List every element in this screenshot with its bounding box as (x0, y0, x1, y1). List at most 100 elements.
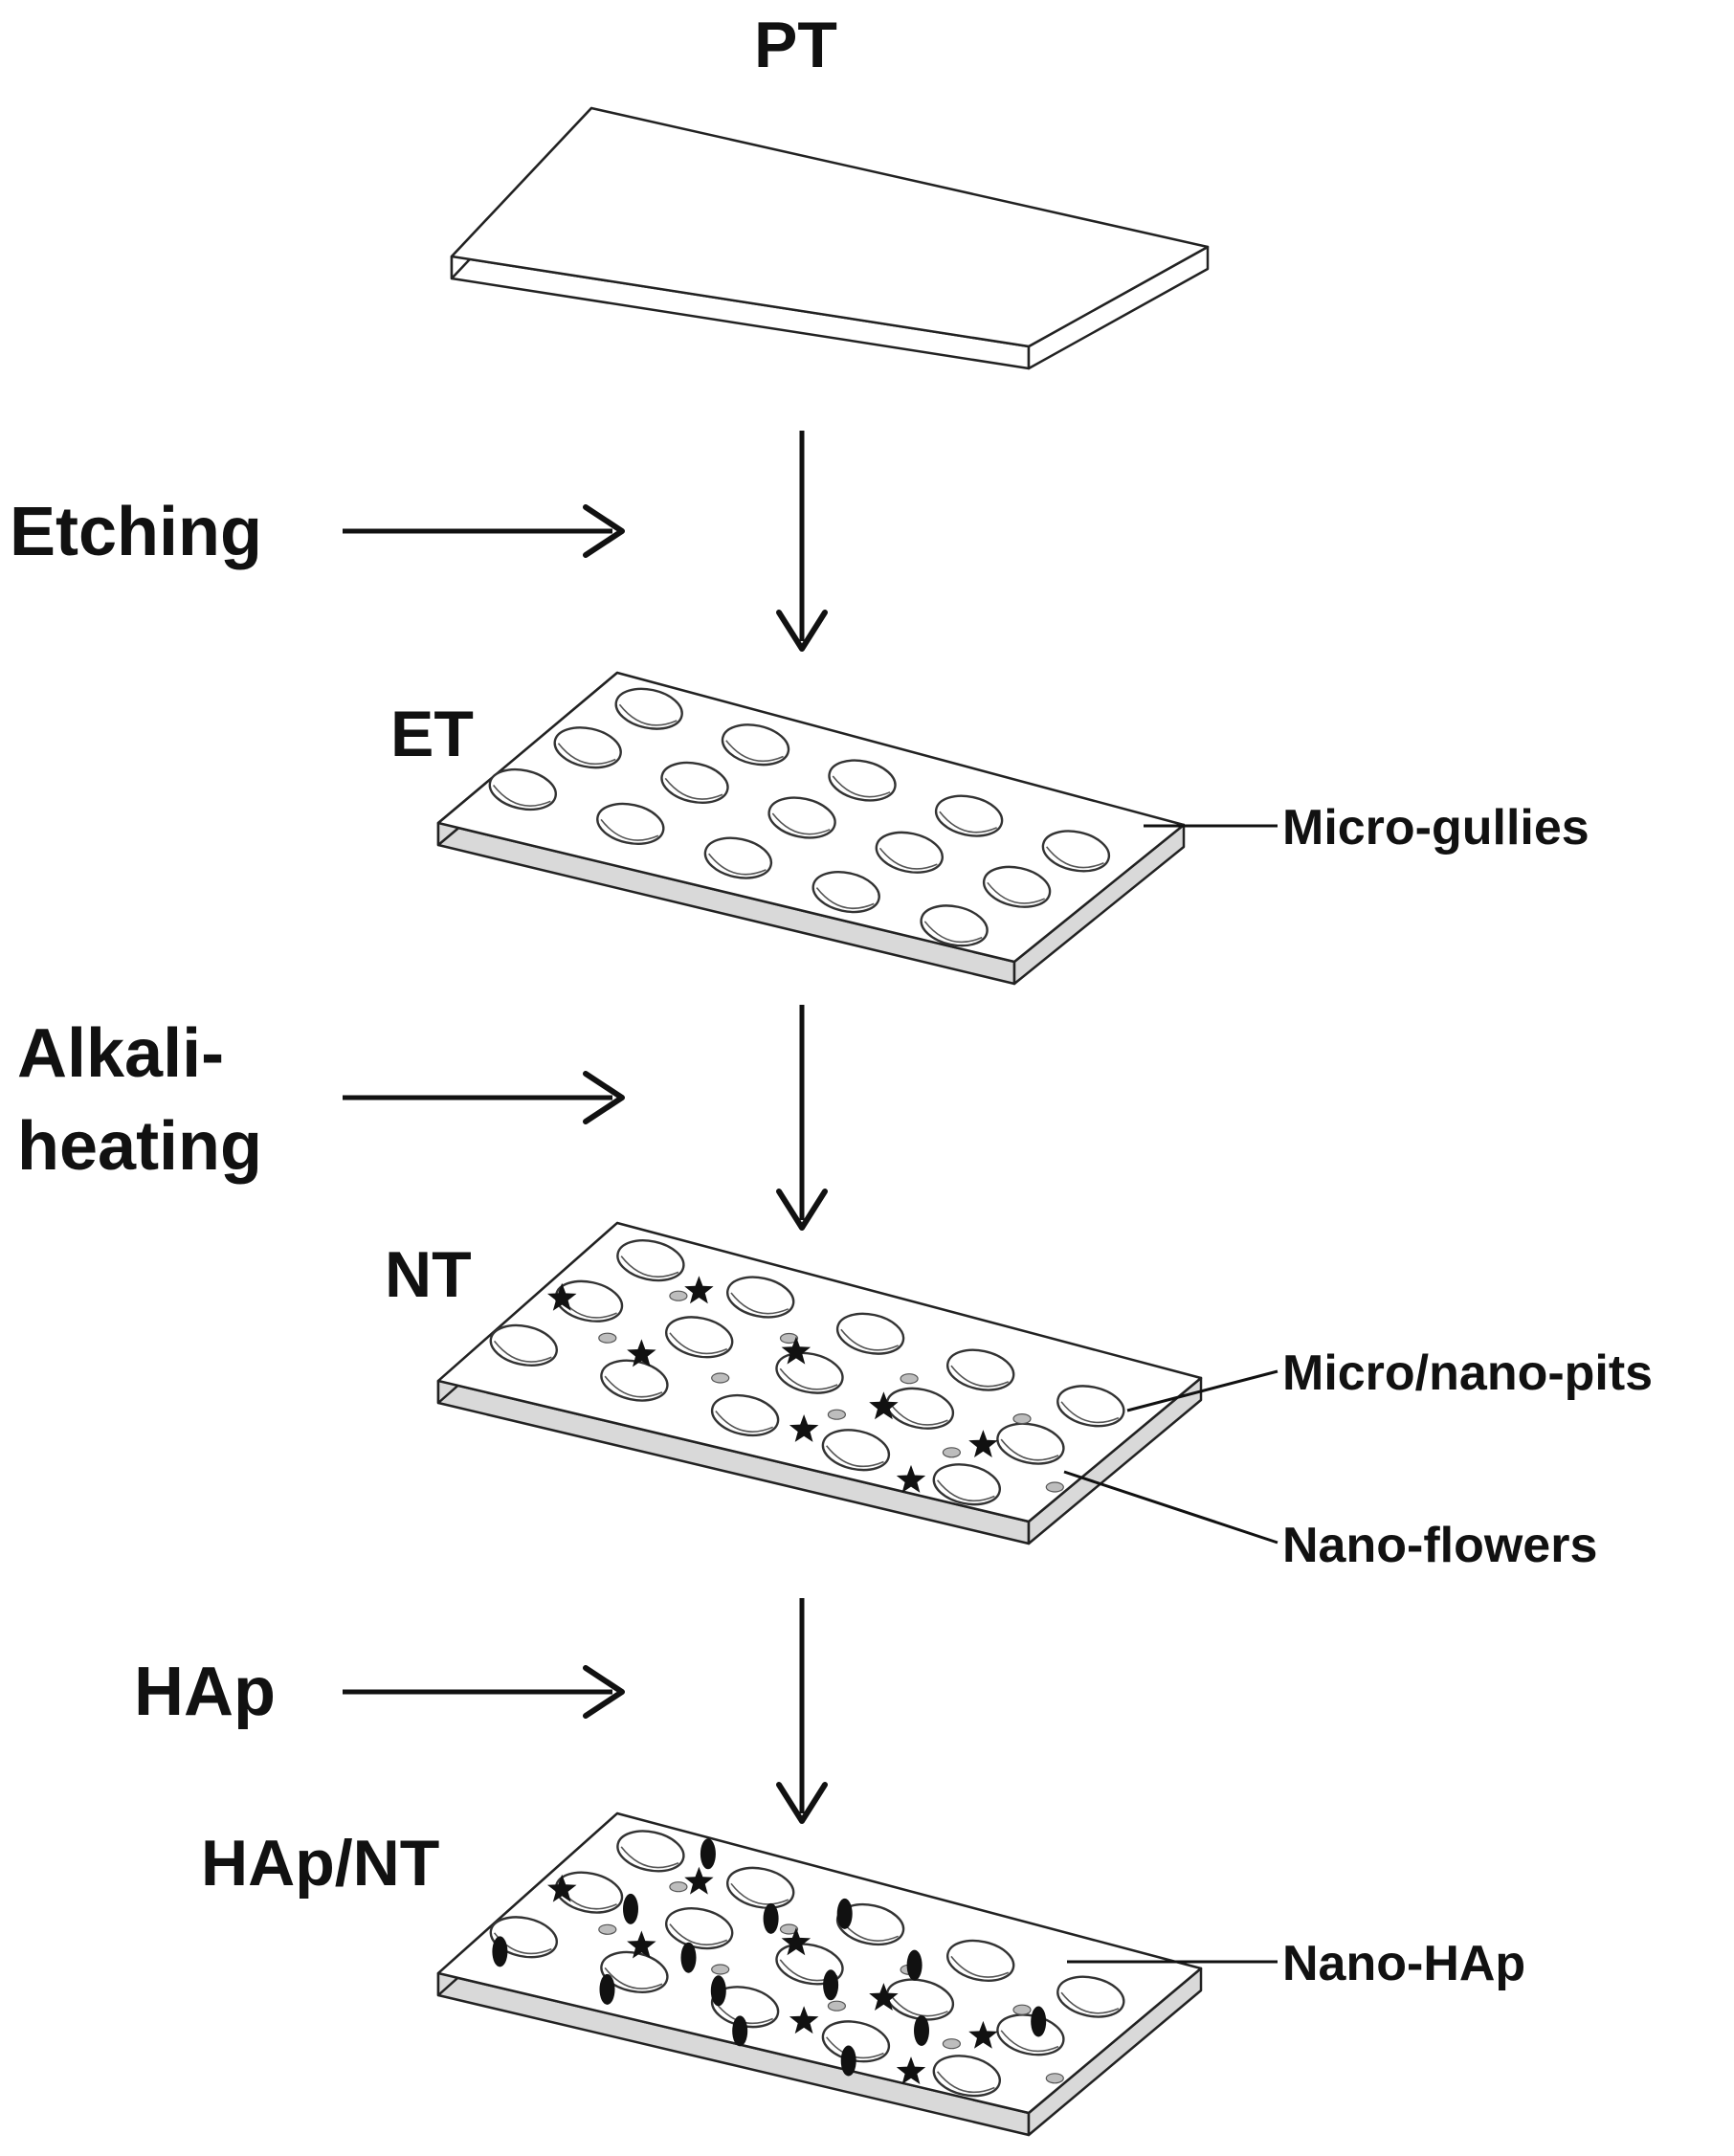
nano-flower (547, 1874, 577, 1902)
micro-gully (616, 1830, 685, 1873)
micro-gully-shading (1000, 2030, 1059, 2053)
micro-gully (553, 726, 622, 769)
step-label-hap: HAp (134, 1654, 276, 1730)
micro-gully-shading (950, 1365, 1010, 1388)
leader-micro-nano-pits (1126, 1369, 1278, 1412)
nano-hap-particle (914, 2015, 929, 2046)
flow-arrow-nt-to-hapnt (776, 1598, 828, 1824)
nano-flower (789, 2006, 819, 2034)
step-arrow-etching (343, 504, 625, 558)
nano-flower (627, 1339, 656, 1367)
micro-gully-shading (669, 1332, 728, 1355)
micro-gully (665, 1907, 734, 1950)
callout-nano-flowers: Nano-flowers (1282, 1518, 1597, 1573)
micro-gully (835, 1312, 905, 1355)
micro-gully (488, 767, 557, 811)
nano-flower (896, 1464, 926, 1493)
micro-gully-shading (620, 1256, 679, 1278)
leader-nano-flowers (1063, 1470, 1278, 1545)
micro-gully-shading (604, 1967, 663, 1989)
stage-label-pt: PT (754, 9, 837, 81)
nano-pit (1012, 1412, 1032, 1425)
plate-top-surface (450, 106, 1210, 348)
micro-gully-shading (890, 1403, 948, 1426)
nano-flower (789, 1414, 819, 1442)
micro-gully-shading (815, 887, 875, 910)
nano-hap-particle (680, 1942, 697, 1973)
micro-gully-shading (492, 785, 551, 807)
micro-gully (932, 1463, 1001, 1506)
nano-flower (869, 1983, 899, 2011)
micro-gully-shading (936, 1479, 995, 1502)
step-label-etching: Etching (10, 494, 262, 570)
nano-pit (827, 2000, 847, 2012)
nano-flower (684, 1276, 714, 1304)
nano-flower (684, 1866, 714, 1895)
micro-gully (885, 1978, 955, 2021)
nano-pit (900, 1373, 919, 1385)
micro-gully (920, 904, 989, 947)
nano-pit (669, 1290, 688, 1301)
micro-gully-shading (771, 812, 831, 835)
micro-gully-shading (987, 881, 1045, 904)
micro-gully-shading (936, 2071, 995, 2094)
flow-arrow-et-to-nt (776, 1005, 828, 1231)
nano-pit (598, 1332, 617, 1344)
micro-gully-shading (715, 1411, 773, 1433)
nano-hap-particle (710, 1975, 726, 2007)
nano-hap-particle (492, 1936, 508, 1967)
micro-gully-shading (890, 1994, 948, 2017)
micro-gully (875, 831, 944, 874)
step-arrow-hap (343, 1665, 625, 1719)
micro-gully (489, 1916, 558, 1959)
nano-pit (598, 1923, 617, 1935)
nano-hap-particle (823, 1969, 839, 2001)
micro-gully-shading (730, 1292, 789, 1315)
micro-gully (1041, 830, 1111, 873)
micro-gully (726, 1276, 795, 1319)
micro-gully (1056, 1975, 1125, 2018)
micro-gully-shading (1046, 846, 1104, 869)
nano-pit (1012, 2004, 1032, 2015)
step-arrow-alkali-heating (343, 1071, 625, 1124)
micro-gully-shading (1000, 1438, 1059, 1461)
nano-pit (779, 1332, 799, 1345)
micro-gully-shading (950, 1955, 1010, 1978)
nano-pit (827, 1409, 847, 1420)
flow-arrow-pt-to-et (776, 431, 828, 652)
nano-flower (627, 1930, 656, 1959)
micro-gully (811, 871, 880, 914)
micro-gully (726, 1866, 795, 1909)
plate-nt (436, 1221, 1203, 1545)
micro-gully-shading (840, 1328, 899, 1351)
micro-gully (932, 2055, 1001, 2098)
plate-hapnt (436, 1811, 1203, 2137)
stage-label-hapnt: HAp/NT (201, 1827, 439, 1900)
callout-micro-nano-pits: Micro/nano-pits (1282, 1345, 1653, 1401)
nano-flower (968, 1430, 998, 1457)
micro-gully (489, 1323, 558, 1367)
plate-et (436, 671, 1186, 986)
plate-pt (450, 106, 1210, 370)
micro-gully (775, 1351, 844, 1394)
nano-hap-particle (763, 1902, 779, 1934)
micro-gully (614, 687, 683, 730)
micro-gully (660, 761, 729, 804)
micro-gully (982, 865, 1052, 908)
nano-hap-particle (623, 1893, 638, 1924)
micro-gully-shading (923, 921, 983, 944)
nano-pit (669, 1881, 688, 1893)
micro-gully-shading (493, 1340, 552, 1363)
micro-gully (934, 794, 1004, 837)
nano-hap-particle (599, 1973, 615, 2005)
step-label-alkali-line2: heating (17, 1108, 262, 1185)
micro-gully-shading (878, 847, 938, 870)
micro-gully-shading (1060, 1991, 1120, 2014)
micro-gully-shading (664, 777, 723, 800)
nano-hap-particle (732, 2015, 748, 2047)
micro-gully-shading (725, 740, 784, 763)
micro-gully-shading (708, 853, 767, 876)
nano-pit (1045, 2073, 1064, 2084)
